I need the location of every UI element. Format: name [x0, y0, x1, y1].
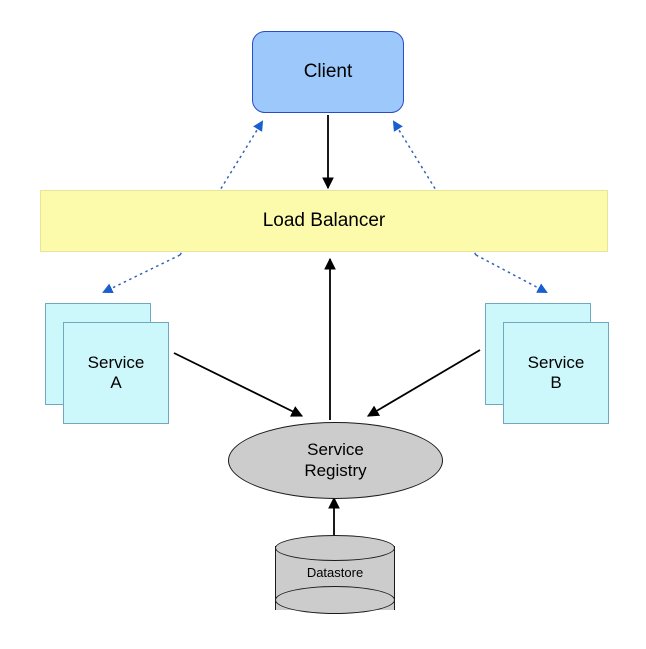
service-a-card-front[interactable]: Service A [63, 322, 169, 424]
datastore-bottom-ellipse [275, 586, 395, 614]
edge-service-b-to-registry [366, 349, 481, 417]
edge-client-to-service-b [475, 254, 548, 293]
edge-service-a-to-registry [173, 352, 304, 417]
node-service-a-label: Service A [87, 352, 145, 392]
node-client-label: Client [303, 60, 353, 82]
node-service-a[interactable]: Service A [45, 303, 173, 426]
node-datastore[interactable]: Datastore [275, 535, 395, 621]
node-load-balancer-label: Load Balancer [262, 209, 386, 231]
node-load-balancer[interactable]: Load Balancer [40, 190, 608, 252]
node-service-b[interactable]: Service B [485, 303, 613, 426]
node-service-b-label: Service B [527, 352, 585, 392]
node-service-registry-label: Service Registry [304, 440, 367, 480]
edge-client-to-service-a [102, 254, 181, 294]
service-b-card-front[interactable]: Service B [503, 322, 609, 424]
node-client[interactable]: Client [252, 31, 404, 113]
node-service-registry[interactable]: Service Registry [228, 422, 443, 499]
datastore-top-ellipse [275, 535, 395, 561]
